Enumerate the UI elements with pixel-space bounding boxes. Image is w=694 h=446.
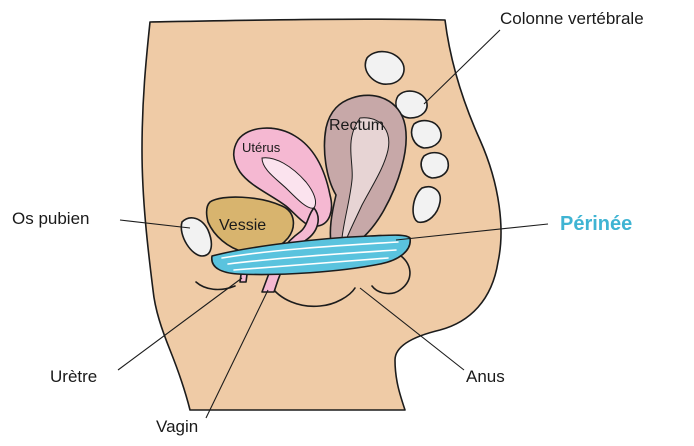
anus-label: Anus: [466, 367, 505, 386]
pubic-bone-label: Os pubien: [12, 209, 90, 228]
vertebra: [421, 153, 448, 178]
vagina-label: Vagin: [156, 417, 198, 436]
bladder-label: Vessie: [219, 217, 266, 234]
vertebra: [412, 121, 441, 148]
uterus-label: Utérus: [242, 140, 281, 155]
rectum-label: Rectum: [329, 117, 384, 134]
urethra-label: Urètre: [50, 367, 97, 386]
perineum-label: Périnée: [560, 213, 632, 235]
spine-label: Colonne vertébrale: [500, 9, 644, 28]
